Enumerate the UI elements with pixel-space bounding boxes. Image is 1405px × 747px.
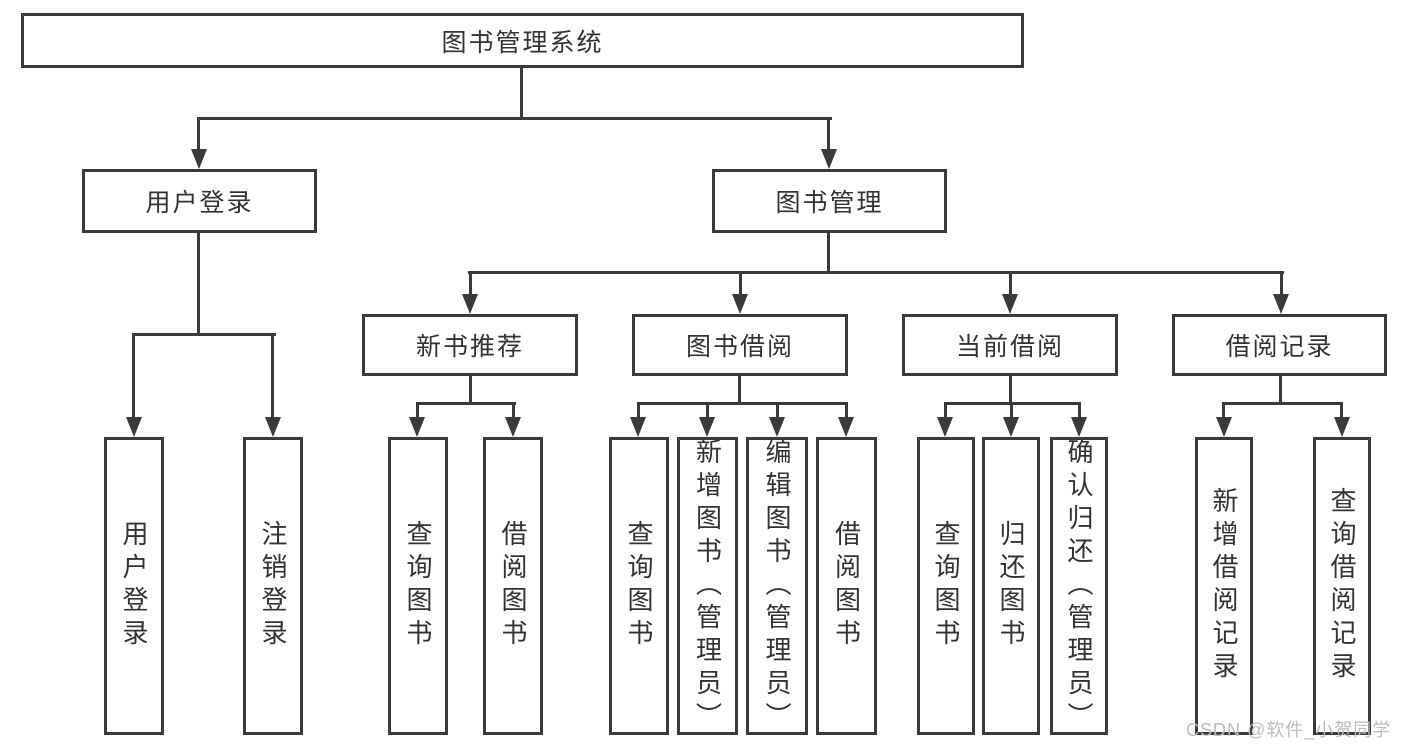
edge-bookborrow-to-edit (776, 402, 779, 420)
leaf-borrow-edit-books-admin: 编辑图书（管理员） (746, 437, 808, 735)
leaf-current-query-books-label: 查询图书 (931, 520, 961, 652)
arrowhead-records-add (1216, 417, 1232, 437)
leaf-newbook-query-books-label: 查询图书 (403, 520, 433, 652)
arrowhead-leaf-user-login (126, 417, 142, 437)
arrowhead-bookborrow-edit (769, 417, 785, 437)
leaf-borrow-add-books-admin-label: 新增图书（管理员） (692, 437, 723, 735)
edge-currentborrow-to-confirm (1078, 402, 1081, 420)
edge-bookborrow-to-query (637, 402, 640, 420)
edge-newbook-branch (416, 402, 516, 405)
edge-root-branch (197, 117, 832, 120)
edge-bookmgmt-to-bookborrow (739, 271, 742, 296)
edge-newbook-to-borrow (512, 402, 515, 420)
leaf-borrow-query-books: 查询图书 (609, 437, 669, 735)
edge-currentborrow-to-query (944, 402, 947, 420)
csdn-watermark: CSDN @软件_小贺同学 (1186, 720, 1392, 740)
arrowhead-bookborrow-add (699, 417, 715, 437)
arrowhead-new-book-recommend (462, 294, 478, 314)
edge-newbook-stem (469, 375, 472, 405)
node-user-login-label: 用户登录 (145, 189, 254, 217)
leaf-current-confirm-return-admin-label: 确认归还（管理员） (1064, 437, 1094, 735)
edge-userlogin-to-login (132, 333, 135, 419)
edge-bookmgmt-to-records (1280, 271, 1283, 296)
node-borrowing-records: 借阅记录 (1172, 314, 1387, 376)
arrowhead-currentborrow-confirm (1071, 417, 1087, 437)
edge-records-branch (1222, 402, 1343, 405)
leaf-user-login: 用户登录 (104, 437, 164, 735)
edge-root-to-book-management (827, 117, 830, 151)
edge-userlogin-branch (132, 333, 276, 336)
leaf-record-query-borrow-record-label: 查询借阅记录 (1327, 487, 1357, 685)
edge-bookborrow-branch (637, 402, 848, 405)
arrowhead-user-login (191, 149, 207, 169)
edge-currentborrow-to-return (1010, 402, 1013, 420)
leaf-record-query-borrow-record: 查询借阅记录 (1313, 437, 1371, 735)
node-current-borrowing: 当前借阅 (902, 314, 1118, 376)
leaf-current-query-books: 查询图书 (917, 437, 975, 735)
leaf-logout: 注销登录 (243, 437, 303, 735)
node-book-borrowing: 图书借阅 (632, 314, 848, 376)
node-current-borrowing-label: 当前借阅 (955, 333, 1064, 361)
node-book-borrowing-label: 图书借阅 (685, 333, 794, 361)
arrowhead-leaf-logout (265, 417, 281, 437)
node-root: 图书管理系统 (21, 13, 1024, 68)
arrowhead-records-query (1334, 417, 1350, 437)
arrowhead-bookborrow-query (630, 417, 646, 437)
edge-bookborrow-stem (738, 375, 741, 405)
leaf-current-confirm-return-admin: 确认归还（管理员） (1050, 437, 1108, 735)
edge-bookborrow-to-add (706, 402, 709, 420)
leaf-logout-label: 注销登录 (258, 520, 288, 652)
edge-records-to-query (1340, 402, 1343, 420)
edge-bookmgmt-stem (827, 233, 830, 274)
edge-bookborrow-to-borrow (845, 402, 848, 420)
node-book-management-label: 图书管理 (775, 189, 884, 217)
arrowhead-bookborrow-borrow (838, 417, 854, 437)
arrowhead-book-management (821, 149, 837, 169)
edge-currentborrow-stem (1009, 375, 1012, 405)
edge-root-to-user-login (197, 117, 200, 151)
edge-userlogin-to-logout (271, 333, 274, 419)
arrowhead-currentborrow-return (1003, 417, 1019, 437)
leaf-newbook-borrow-books: 借阅图书 (483, 437, 543, 735)
node-new-book-recommend-label: 新书推荐 (415, 333, 524, 361)
edge-records-stem (1279, 375, 1282, 405)
arrowhead-borrowing-records (1273, 294, 1289, 314)
arrowhead-currentborrow-query (937, 417, 953, 437)
leaf-record-add-borrow-record-label: 新增借阅记录 (1209, 487, 1239, 685)
leaf-borrow-borrow-books-label: 借阅图书 (831, 520, 862, 652)
edge-newbook-to-query (416, 402, 419, 420)
leaf-newbook-query-books: 查询图书 (388, 437, 448, 735)
leaf-user-login-label: 用户登录 (119, 520, 149, 652)
leaf-borrow-edit-books-admin-label: 编辑图书（管理员） (762, 437, 792, 735)
leaf-borrow-borrow-books: 借阅图书 (816, 437, 877, 735)
arrowhead-newbook-borrow (505, 417, 521, 437)
edge-userlogin-stem (197, 232, 200, 336)
arrowhead-book-borrowing (732, 294, 748, 314)
leaf-record-add-borrow-record: 新增借阅记录 (1195, 437, 1253, 735)
leaf-newbook-borrow-books-label: 借阅图书 (498, 520, 528, 652)
leaf-current-return-books-label: 归还图书 (996, 520, 1026, 652)
node-root-label: 图书管理系统 (441, 28, 604, 57)
arrowhead-newbook-query (409, 417, 425, 437)
node-borrowing-records-label: 借阅记录 (1225, 333, 1334, 361)
leaf-borrow-query-books-label: 查询图书 (624, 520, 654, 652)
node-user-login: 用户登录 (82, 169, 317, 233)
edge-root-stem (520, 68, 523, 119)
node-new-book-recommend: 新书推荐 (362, 314, 578, 376)
edge-bookmgmt-to-currentborrow (1009, 271, 1012, 296)
edge-records-to-add (1222, 402, 1225, 420)
edge-bookmgmt-to-newbook (469, 271, 472, 296)
arrowhead-current-borrowing (1002, 294, 1018, 314)
node-book-management: 图书管理 (712, 169, 947, 233)
leaf-borrow-add-books-admin: 新增图书（管理员） (677, 437, 738, 735)
leaf-current-return-books: 归还图书 (982, 437, 1040, 735)
edge-bookmgmt-branch (468, 271, 1284, 274)
